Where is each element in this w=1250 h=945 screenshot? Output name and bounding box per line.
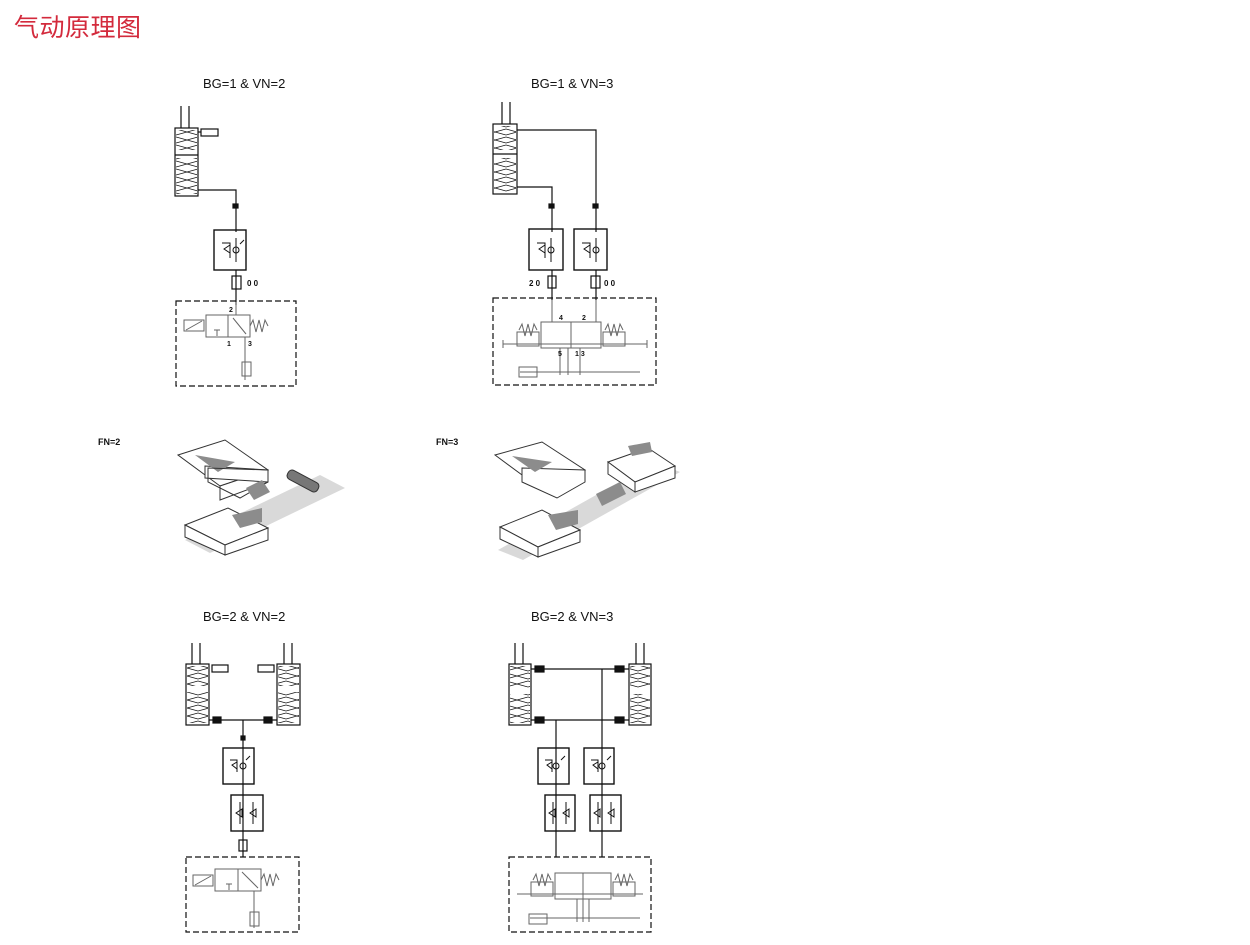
svg-text:0 0: 0 0	[604, 279, 616, 288]
check-valve-symbol	[230, 794, 264, 832]
diagram-bg1-vn3: 2 0 0 0 4 2	[492, 102, 657, 386]
diagram-caption-bg2-vn3: BG=2 & VN=3	[531, 609, 614, 624]
svg-text:3: 3	[248, 341, 252, 348]
diagram-bg2-vn2	[185, 643, 301, 933]
gripper-block	[493, 441, 587, 499]
diagram-caption-bg1-vn2: BG=1 & VN=2	[203, 76, 286, 91]
cylinder-symbol	[492, 102, 518, 195]
gripper-block	[176, 439, 270, 501]
flow-control-valve-symbol	[537, 747, 570, 785]
check-valve-symbol	[544, 794, 576, 832]
illustration-tag-fn3: FN=3	[436, 437, 459, 447]
flow-control-valve-symbol	[222, 747, 255, 785]
cylinder-symbol-left	[508, 643, 532, 726]
illustration-fn2	[176, 439, 345, 556]
svg-text:2 0: 2 0	[529, 279, 541, 288]
illustration-tag-fn2: FN=2	[98, 437, 121, 447]
flow-control-valve-symbol	[583, 747, 615, 785]
svg-text:2: 2	[229, 307, 233, 314]
illustration-fn3	[493, 441, 680, 560]
gripper-block	[498, 509, 582, 558]
svg-text:1 3: 1 3	[575, 351, 585, 358]
flow-control-valve-symbol	[213, 229, 247, 271]
diagram-bg2-vn3	[508, 643, 652, 933]
gripper-block	[183, 507, 270, 556]
cylinder-symbol	[174, 106, 219, 197]
diagram-bg1-vn2: 0 0 2 1 3	[174, 106, 297, 387]
page-title: 气动原理图	[14, 13, 142, 42]
solenoid-valve-box: 4 2 5 1 3	[492, 297, 657, 386]
gripper-block	[606, 442, 677, 493]
svg-text:4: 4	[559, 315, 563, 322]
solenoid-valve-box: 2 1 3	[175, 300, 297, 387]
cylinder-symbol-right	[257, 643, 301, 726]
cylinder-symbol-left	[185, 643, 229, 726]
solenoid-valve-box	[185, 856, 300, 933]
svg-text:1: 1	[227, 341, 231, 348]
flow-control-valve-symbol	[528, 228, 564, 271]
cylinder-symbol-right	[628, 643, 652, 726]
diagram-caption-bg1-vn3: BG=1 & VN=3	[531, 76, 614, 91]
diagram-caption-bg2-vn2: BG=2 & VN=2	[203, 609, 286, 624]
svg-text:5: 5	[558, 351, 562, 358]
flow-control-valve-symbol	[573, 228, 608, 271]
svg-text:2: 2	[582, 315, 586, 322]
check-valve-symbol	[589, 794, 622, 832]
svg-text:0 0: 0 0	[247, 279, 259, 288]
solenoid-valve-box	[508, 856, 652, 933]
